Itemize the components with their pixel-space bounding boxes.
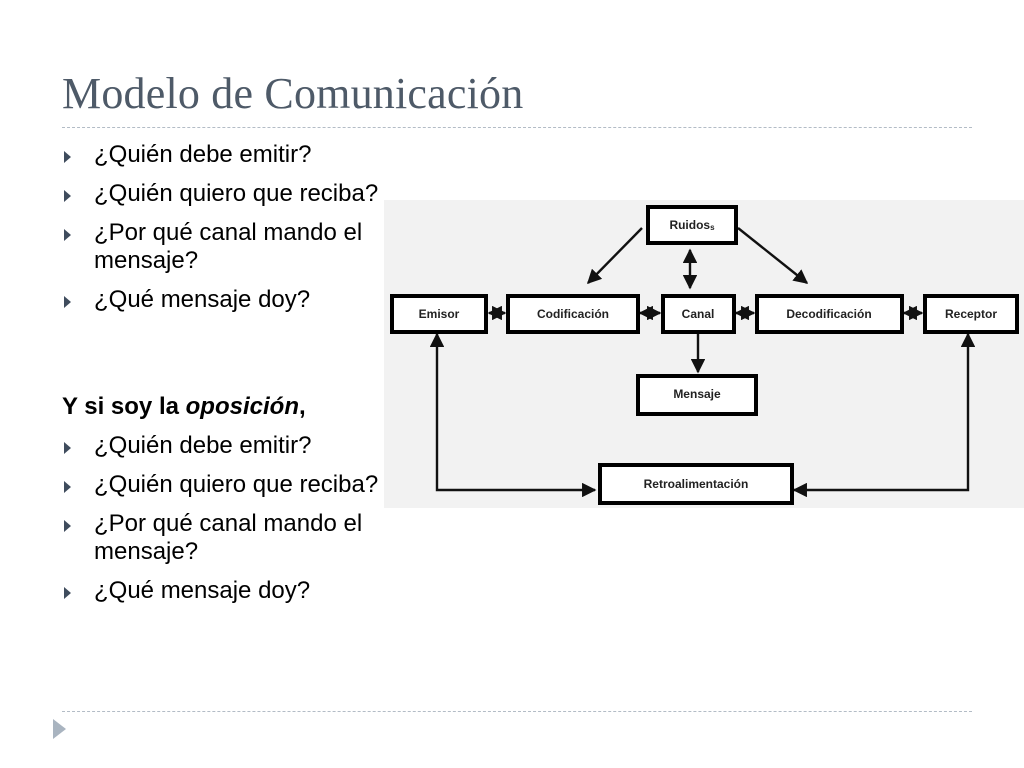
- list-item-text: ¿Quién debe emitir?: [94, 141, 312, 168]
- node-mensaje-label: Mensaje: [673, 387, 721, 401]
- arrow-emisor-to-retroalimentacion: [429, 332, 597, 498]
- slide-corner-arrow-icon: [53, 719, 66, 739]
- node-mensaje: Mensaje: [636, 374, 758, 416]
- list-item: ¿Qué mensaje doy?: [62, 577, 382, 605]
- bullet-arrow-icon: [64, 587, 71, 599]
- node-ruidos: Ruidoss: [646, 205, 738, 245]
- list-item: ¿Quién quiero que reciba?: [62, 471, 382, 499]
- list-item: ¿Por qué canal mando el mensaje?: [62, 219, 382, 275]
- subheading-emphasis: oposición: [185, 393, 299, 420]
- list-item: ¿Por qué canal mando el mensaje?: [62, 510, 382, 566]
- list-item: ¿Qué mensaje doy?: [62, 286, 382, 314]
- node-emisor-label: Emisor: [419, 307, 460, 321]
- bullet-arrow-icon: [64, 442, 71, 454]
- subheading-suffix: ,: [298, 393, 306, 420]
- node-retroalimentacion-label: Retroalimentación: [644, 477, 749, 491]
- bullet-arrow-icon: [64, 481, 71, 493]
- communication-model-diagram: Ruidoss Emisor Codificación Canal Decodi…: [384, 200, 1024, 508]
- node-ruidos-suffix: s: [710, 223, 715, 232]
- node-ruidos-label: Ruidos: [669, 218, 710, 232]
- question-list-2: ¿Quién debe emitir? ¿Quién quiero que re…: [62, 432, 382, 616]
- bullet-arrow-icon: [64, 190, 71, 202]
- node-codificacion: Codificación: [506, 294, 640, 334]
- node-decodificacion: Decodificación: [755, 294, 904, 334]
- bullet-arrow-icon: [64, 520, 71, 532]
- arrow-ruidos-to-decodificacion: [737, 227, 809, 284]
- list-item-text: ¿Quién quiero que reciba?: [94, 471, 379, 498]
- node-canal: Canal: [661, 294, 736, 334]
- bullet-arrow-icon: [64, 229, 71, 241]
- title-divider: [62, 127, 972, 128]
- list-item-text: ¿Quién quiero que reciba?: [94, 180, 379, 207]
- node-receptor: Receptor: [923, 294, 1019, 334]
- list-item-text: ¿Por qué canal mando el mensaje?: [94, 510, 363, 565]
- node-codificacion-label: Codificación: [537, 307, 609, 321]
- list-item-text: ¿Quién debe emitir?: [94, 432, 312, 459]
- node-receptor-label: Receptor: [945, 307, 997, 321]
- subheading-prefix: Y si soy la: [62, 393, 186, 420]
- bullet-arrow-icon: [64, 296, 71, 308]
- node-decodificacion-label: Decodificación: [786, 307, 871, 321]
- node-emisor: Emisor: [390, 294, 488, 334]
- question-list-1: ¿Quién debe emitir? ¿Quién quiero que re…: [62, 141, 382, 325]
- svg-text:Ruidoss: Ruidoss: [669, 218, 715, 232]
- node-canal-label: Canal: [682, 307, 715, 321]
- slide-title: Modelo de Comunicación: [62, 69, 524, 118]
- node-retroalimentacion: Retroalimentación: [598, 463, 794, 505]
- list-item-text: ¿Qué mensaje doy?: [94, 577, 311, 604]
- diagram-canvas: Ruidoss Emisor Codificación Canal Decodi…: [390, 205, 1019, 505]
- bullet-arrow-icon: [64, 151, 71, 163]
- list-item-text: ¿Qué mensaje doy?: [94, 286, 311, 313]
- list-item-text: ¿Por qué canal mando el mensaje?: [94, 219, 363, 274]
- opposition-subheading: Y si soy la oposición,: [62, 392, 306, 422]
- list-item: ¿Quién debe emitir?: [62, 141, 382, 169]
- list-item: ¿Quién quiero que reciba?: [62, 180, 382, 208]
- list-item: ¿Quién debe emitir?: [62, 432, 382, 460]
- footer-divider: [62, 711, 972, 712]
- arrow-receptor-to-retroalimentacion: [792, 332, 976, 498]
- arrow-ruidos-to-codificacion: [586, 227, 643, 285]
